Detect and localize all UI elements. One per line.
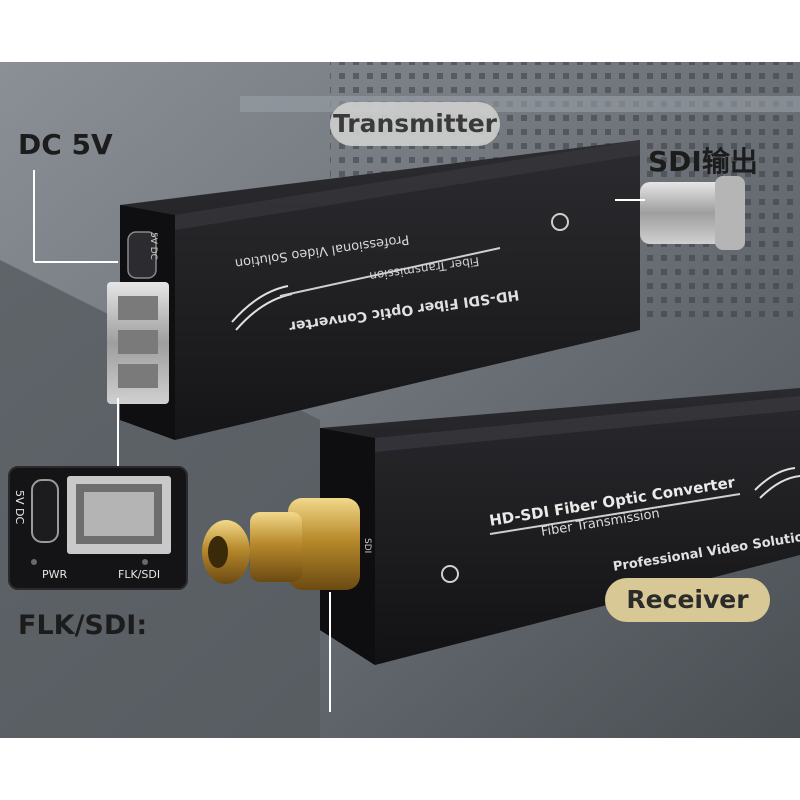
sdi-output-label: SDI输出 (648, 145, 758, 178)
port-closeup-inset: 5V DC PWR FLK/SDI (8, 466, 188, 590)
inset-flk-label: FLK/SDI (118, 568, 161, 581)
dc-5v-label: DC 5V (18, 128, 113, 161)
callout-lines (33, 170, 645, 712)
inset-port-label: 5V DC (13, 490, 26, 525)
port-closeup-art (31, 476, 171, 565)
receiver-side-text: SDI (362, 538, 372, 554)
receiver-badge: Receiver (605, 578, 770, 622)
transmitter-port-text: 5V DC (148, 232, 158, 260)
inset-pwr-label: PWR (42, 568, 68, 581)
receiver-device (202, 388, 800, 665)
transmitter-device (107, 140, 745, 440)
transmitter-badge: Transmitter (330, 102, 500, 146)
flk-sdi-label: FLK/SDI: (18, 610, 148, 641)
